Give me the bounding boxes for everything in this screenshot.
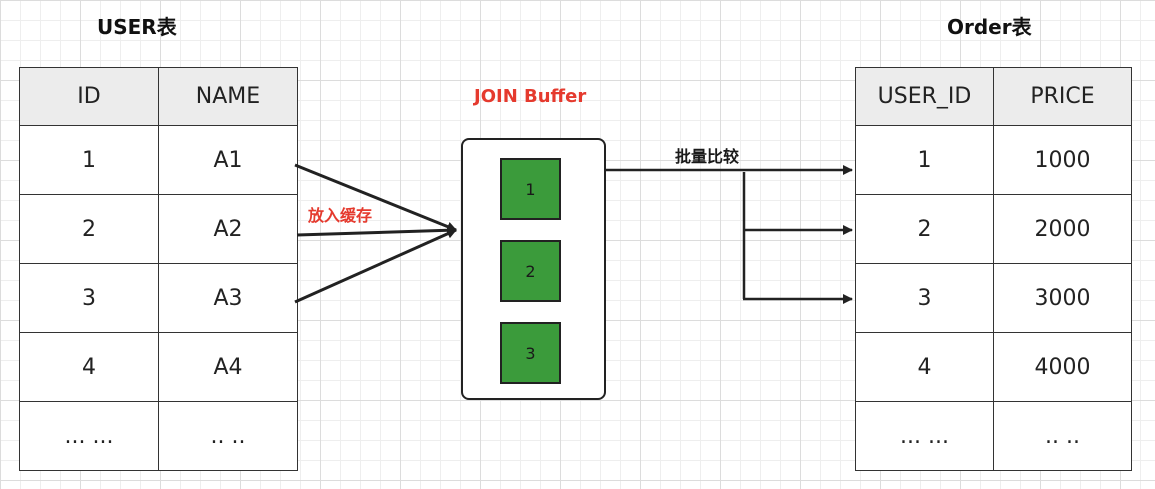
- table-cell: ... ...: [855, 401, 994, 471]
- table-cell: 1000: [993, 125, 1132, 195]
- buffer-cell: 2: [500, 240, 561, 302]
- table-cell: 2000: [993, 194, 1132, 264]
- buffer-cell: 3: [500, 322, 561, 384]
- table-cell: 4: [19, 332, 159, 402]
- table-cell: A4: [158, 332, 298, 402]
- user-table: ID NAME 1 A1 2 A2 3 A3 4 A4 ... ... .. .…: [19, 67, 298, 471]
- table-cell: A3: [158, 263, 298, 333]
- batch-compare-label: 批量比较: [675, 147, 740, 166]
- table-row: ... ... .. ..: [855, 401, 1132, 471]
- table-cell: A2: [158, 194, 298, 264]
- table-cell: .. ..: [158, 401, 298, 471]
- table-cell: 1: [855, 125, 994, 195]
- table-cell: A1: [158, 125, 298, 195]
- table-row: 3 3000: [855, 263, 1132, 333]
- table-cell: 3: [19, 263, 159, 333]
- table-row: 2 A2: [19, 194, 298, 264]
- user-table-title: USER表: [97, 15, 177, 39]
- table-row: 2 2000: [855, 194, 1132, 264]
- table-row: 4 A4: [19, 332, 298, 402]
- table-cell: ... ...: [19, 401, 159, 471]
- join-buffer-label: JOIN Buffer: [474, 86, 587, 107]
- table-header-row: ID NAME: [19, 67, 298, 126]
- table-cell: 4000: [993, 332, 1132, 402]
- column-header-price: PRICE: [993, 67, 1132, 126]
- table-cell: .. ..: [993, 401, 1132, 471]
- table-row: 1 1000: [855, 125, 1132, 195]
- order-table-title: Order表: [947, 15, 1032, 39]
- join-buffer-box: 1 2 3: [461, 138, 606, 400]
- table-row: ... ... .. ..: [19, 401, 298, 471]
- arrow-a3-to-buffer: [294, 228, 457, 304]
- table-row: 1 A1: [19, 125, 298, 195]
- table-cell: 3000: [993, 263, 1132, 333]
- table-cell: 2: [19, 194, 159, 264]
- order-table: USER_ID PRICE 1 1000 2 2000 3 3000 4 400…: [855, 67, 1132, 471]
- put-into-cache-label: 放入缓存: [308, 206, 373, 225]
- table-row: 4 4000: [855, 332, 1132, 402]
- arrow-a1-to-buffer: [294, 163, 457, 232]
- table-row: 3 A3: [19, 263, 298, 333]
- arrow-a2-to-buffer: [296, 225, 457, 237]
- buffer-cell: 1: [500, 158, 561, 220]
